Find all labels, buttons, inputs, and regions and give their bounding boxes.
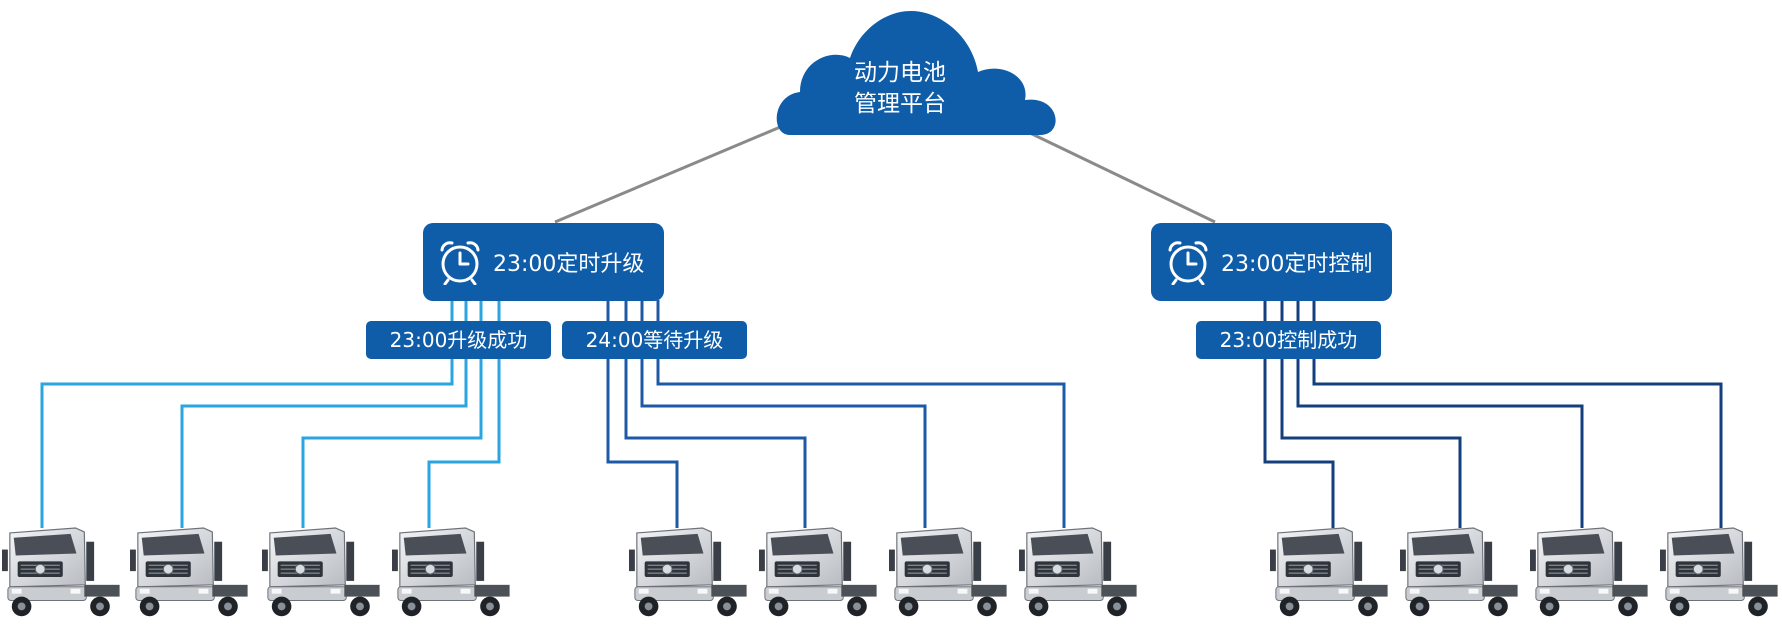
scheduled-control-label: 23:00定时控制 <box>1221 252 1373 277</box>
cloud-label-line1: 动力电池 <box>854 60 946 86</box>
truck-icon <box>261 527 381 617</box>
truck-icon <box>1018 527 1138 617</box>
cloud-label-line2: 管理平台 <box>854 91 946 117</box>
alarm-clock-icon <box>440 241 480 285</box>
alarm-clock-icon <box>1168 241 1208 285</box>
upgrade-waiting-badge[interactable]: 24:00等待升级 <box>562 321 747 359</box>
scheduled-upgrade-label: 23:00定时升级 <box>493 252 645 277</box>
truck-row <box>1 527 1779 617</box>
scheduled-upgrade-node[interactable]: 23:00定时升级 <box>423 223 664 301</box>
truck-icon <box>628 527 748 617</box>
control-success-badge[interactable]: 23:00控制成功 <box>1196 321 1381 359</box>
truck-icon <box>1659 527 1779 617</box>
connector-left <box>554 123 786 224</box>
truck-icon <box>1269 527 1389 617</box>
truck-icon <box>1529 527 1649 617</box>
truck-icon <box>391 527 511 617</box>
truck-icon <box>758 527 878 617</box>
cloud-shape <box>776 11 1056 135</box>
truck-icon <box>1 527 121 617</box>
connector-right <box>1029 131 1216 224</box>
truck-icon <box>1399 527 1519 617</box>
truck-icon <box>129 527 249 617</box>
cloud-label: 动力电池 管理平台 <box>830 58 970 120</box>
upgrade-success-badge[interactable]: 23:00升级成功 <box>366 321 551 359</box>
truck-icon <box>888 527 1008 617</box>
scheduled-control-node[interactable]: 23:00定时控制 <box>1151 223 1392 301</box>
